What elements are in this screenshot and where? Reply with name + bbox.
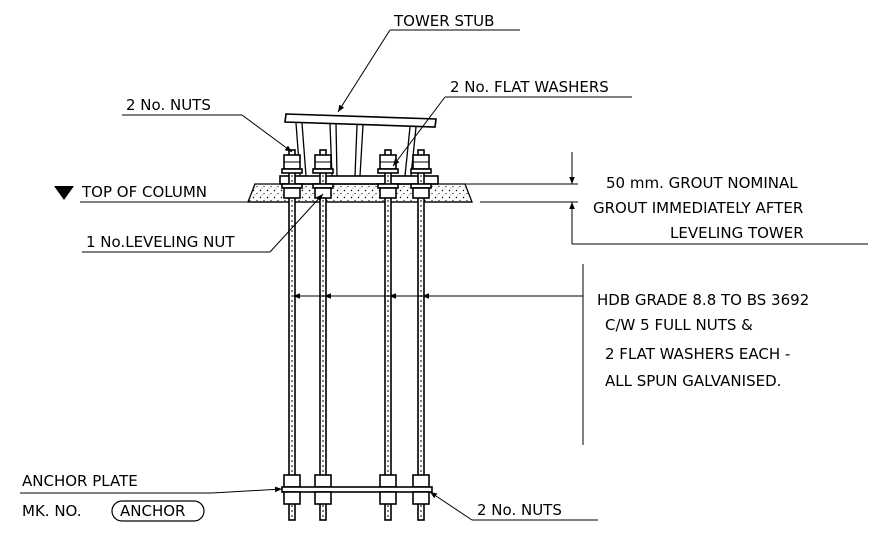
anchor-mark-box [111,500,205,522]
mark-no-label: MK. NO. [22,502,82,520]
bolt-spec-line-1: HDB GRADE 8.8 TO BS 3692 [597,291,809,309]
bottom-nuts-label: 2 No. NUTS [477,501,562,519]
anchor-plate-callout: ANCHOR PLATE MK. NO. ANCHOR [20,472,283,522]
level-triangle-icon [54,186,74,200]
top-nuts-label: 2 No. NUTS [126,96,211,114]
bolt-spec-line-4: ALL SPUN GALVANISED. [605,372,781,390]
grout-line-3: LEVELING TOWER [670,224,804,242]
anchor-bolts [288,149,425,521]
grout-line-1: 50 mm. GROUT NOMINAL [606,174,798,192]
top-nuts-callout: 2 No. NUTS [122,96,293,153]
bolt-spec-callout: HDB GRADE 8.8 TO BS 3692 C/W 5 FULL NUTS… [293,264,809,445]
top-of-column-label: TOP OF COLUMN [81,183,207,201]
leveling-nuts [281,183,432,199]
tower-stub-label: TOWER STUB [393,12,494,30]
anchor-mark-label: ANCHOR [120,502,185,520]
bolt-spec-line-2: C/W 5 FULL NUTS & [605,316,753,334]
leveling-nut-label: 1 No.LEVELING NUT [86,233,235,251]
flat-washers-callout: 2 No. FLAT WASHERS [392,78,632,167]
top-of-column-marker: TOP OF COLUMN [54,183,248,203]
bolt-spec-line-3: 2 FLAT WASHERS EACH - [605,345,790,363]
flat-washers-label: 2 No. FLAT WASHERS [450,78,609,96]
tower-stub-callout: TOWER STUB [337,12,520,113]
bottom-nuts-callout: 2 No. NUTS [429,491,598,521]
grout-dimension: 50 mm. GROUT NOMINAL GROUT IMMEDIATELY A… [440,152,868,245]
grout-line-2: GROUT IMMEDIATELY AFTER [593,199,803,217]
leveling-nut-callout: 1 No.LEVELING NUT [82,193,324,253]
anchor-plate-assembly [281,474,433,505]
tower-stub [284,113,437,177]
anchor-plate-label: ANCHOR PLATE [22,472,138,490]
top-nuts [281,154,432,174]
base-plate [279,175,439,185]
